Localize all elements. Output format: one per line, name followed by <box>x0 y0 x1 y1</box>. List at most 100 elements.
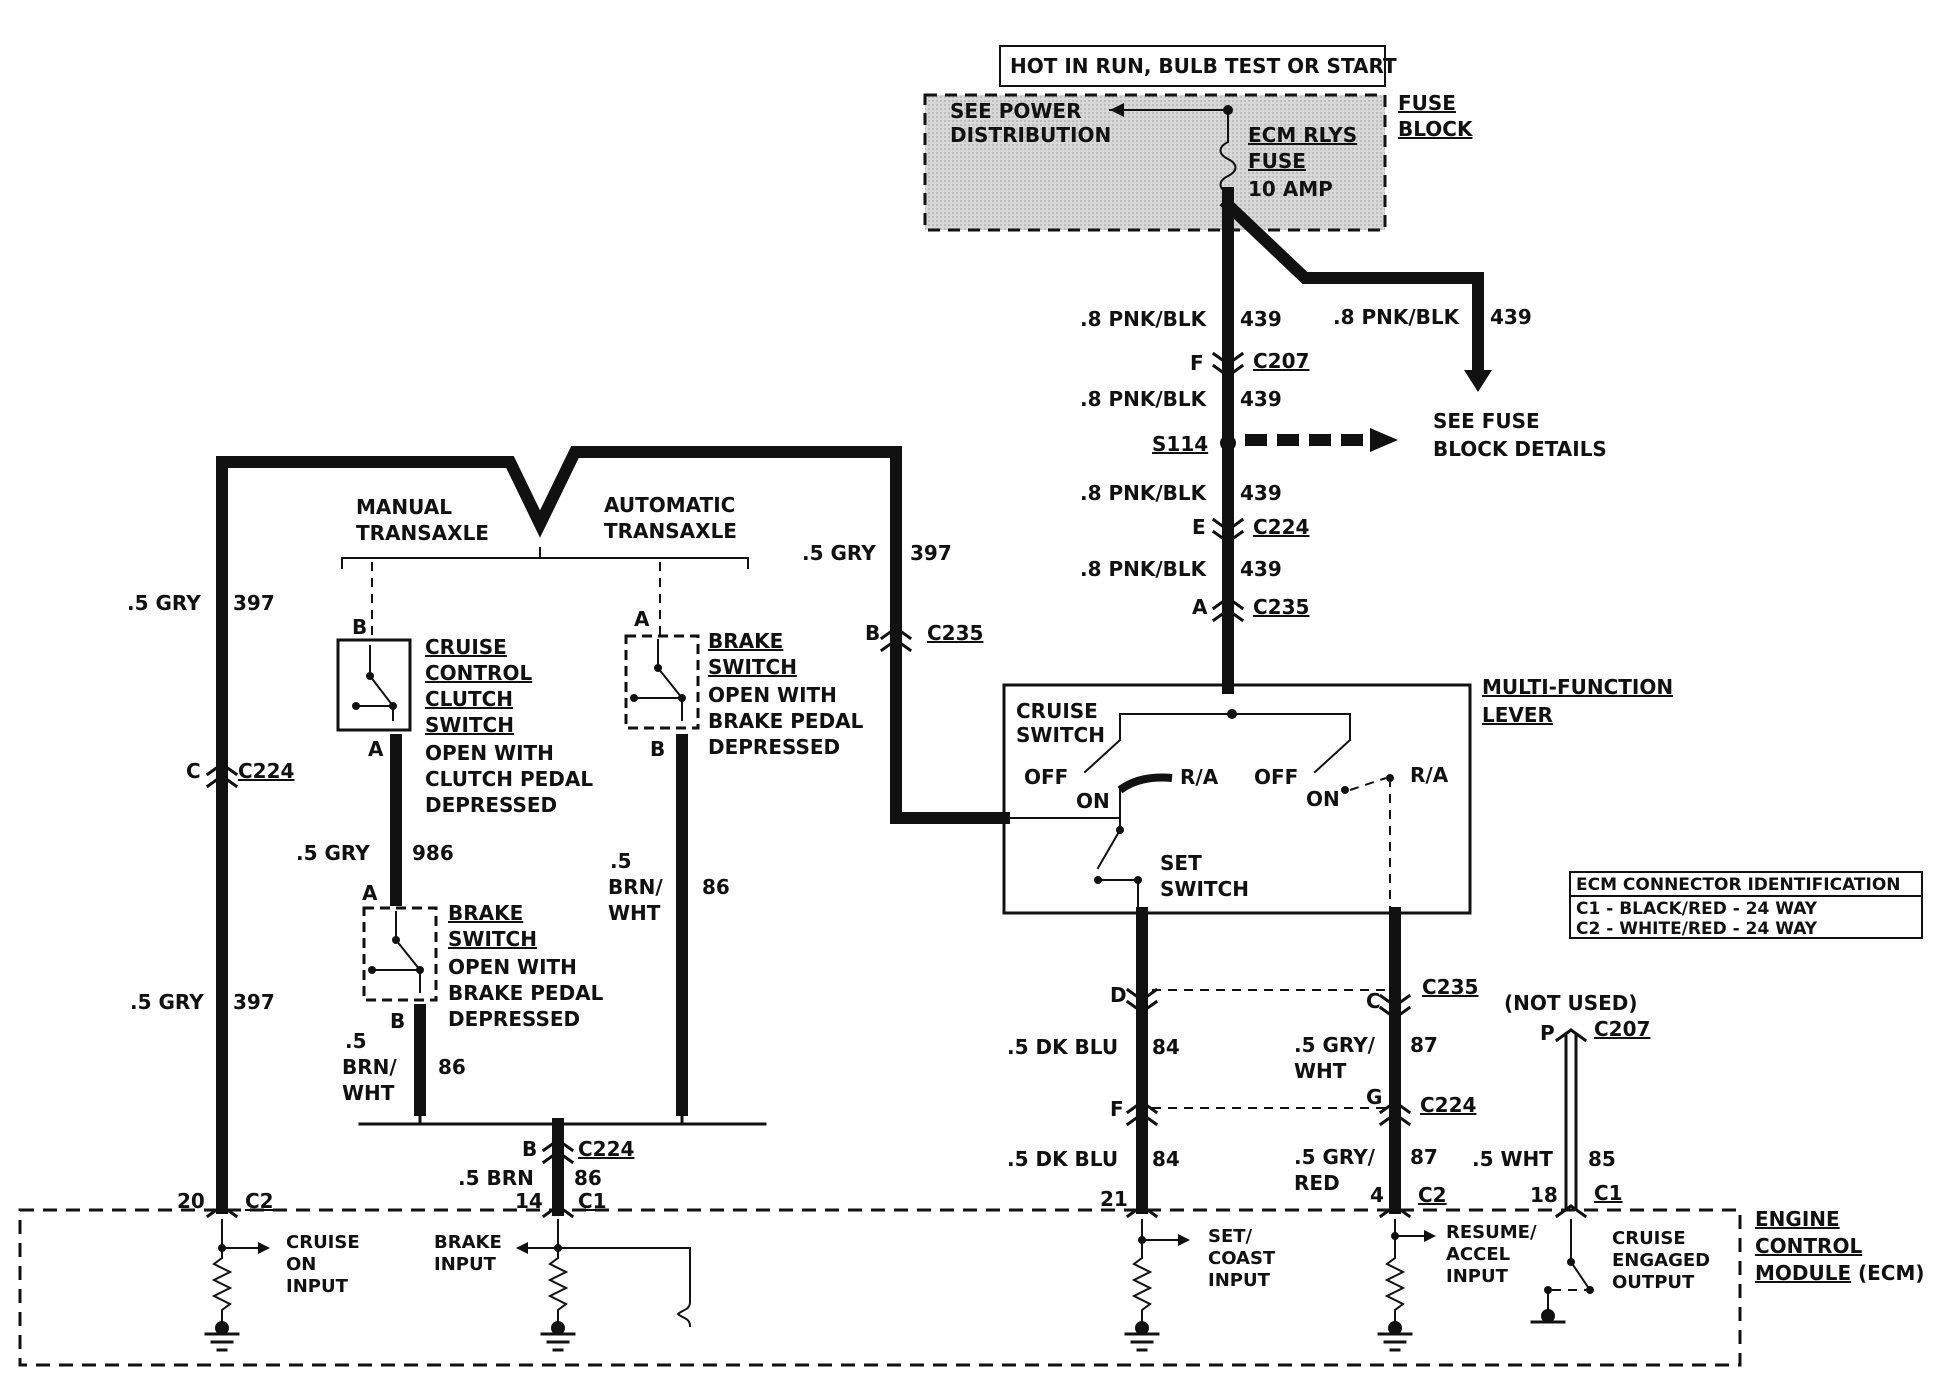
cruise-in-1: ON <box>286 1254 316 1275</box>
brake-circuit-label: 86 <box>574 1166 602 1190</box>
cruise-input-ground-icon <box>204 1332 240 1352</box>
abrake-switch-box <box>624 634 700 730</box>
see-power-label-2: DISTRIBUTION <box>950 123 1111 147</box>
gry87-c224-pin: G <box>1366 1085 1382 1109</box>
wht-85-wire <box>1564 1034 1578 1210</box>
branch-wire-label: .8 PNK/BLK <box>1333 305 1461 329</box>
mbrake-name-0: BRAKE <box>448 901 523 925</box>
mbrake-pin-a: A <box>362 881 378 905</box>
cruise-switch-label-2: SWITCH <box>1016 723 1105 747</box>
brake-input-circuit <box>547 1219 569 1331</box>
set-in-2: INPUT <box>1208 1270 1271 1291</box>
gry-left-bottom: .5 GRY <box>130 990 204 1014</box>
c207-connector <box>1211 351 1245 378</box>
c224-pin-e: E <box>1192 515 1206 539</box>
ecm-name-1: ENGINE <box>1755 1207 1840 1231</box>
s114-splice <box>1220 435 1236 451</box>
c224-connector-left <box>205 762 239 789</box>
set-in-1: COAST <box>1208 1248 1276 1269</box>
c207-label: C207 <box>1253 349 1309 373</box>
mbrake-switch-box <box>362 906 438 1002</box>
ecm-id-c2: C2 - WHITE/RED - 24 WAY <box>1576 919 1818 939</box>
main-wire-a: .8 PNK/BLK <box>1080 307 1208 331</box>
brake-in-1: INPUT <box>434 1254 497 1275</box>
gry87-wire-b2: RED <box>1294 1171 1340 1195</box>
clutch-pin-a: A <box>368 737 384 761</box>
abrake-desc-2: DEPRESSED <box>708 735 840 759</box>
cruise-conn: C2 <box>245 1189 274 1213</box>
blu-wire-a: .5 DK BLU <box>1007 1035 1118 1059</box>
mbrake-wire-1: .5 <box>345 1029 367 1053</box>
manual-label-2: TRANSAXLE <box>356 521 489 545</box>
fuse-block-label: FUSE <box>1398 91 1456 115</box>
clutch-switch-contact <box>355 645 394 721</box>
c224-label-main: C224 <box>1253 515 1309 539</box>
clutch-desc-0: OPEN WITH <box>425 741 554 765</box>
ra-right: R/A <box>1410 763 1449 787</box>
mfl-title-2: LEVER <box>1482 703 1553 727</box>
gry87-circuit-b: 87 <box>1410 1145 1438 1169</box>
c235-connector-left <box>879 626 913 653</box>
auto-label-2: TRANSAXLE <box>604 519 737 543</box>
fuse-block-label-2: BLOCK <box>1398 117 1474 141</box>
gry87-c235-pin: C <box>1366 989 1381 1013</box>
gry-986-circuit: 986 <box>412 841 454 865</box>
fuse-name: ECM RLYS <box>1248 123 1357 147</box>
c224-connector-brake <box>541 1138 575 1165</box>
gry87-pin: 4 <box>1370 1183 1384 1207</box>
wht-c207-pin: P <box>1540 1021 1555 1045</box>
c224-pin-c: C <box>186 759 201 783</box>
c224-connector-main <box>1211 517 1245 544</box>
ra-left: R/A <box>1180 765 1219 789</box>
see-fuse-label: SEE FUSE <box>1433 409 1540 433</box>
set-switch-label: SET <box>1160 851 1202 875</box>
clutch-name-1: CONTROL <box>425 661 532 685</box>
clutch-name-3: SWITCH <box>425 713 514 737</box>
gry87-conn: C2 <box>1418 1183 1447 1207</box>
c235-connector-main <box>1211 596 1245 623</box>
cruise-switch-bus <box>1119 713 1351 741</box>
gry-986-label: .5 GRY <box>296 841 370 865</box>
c207-pin-f: F <box>1190 351 1204 375</box>
gry87-wire-b1: .5 GRY/ <box>1294 1145 1376 1169</box>
resume-in-2: INPUT <box>1446 1266 1509 1287</box>
ecm-name-4: (ECM) <box>1858 1261 1925 1285</box>
clutch-name-0: CRUISE <box>425 635 507 659</box>
mbrake-circuit: 86 <box>438 1055 466 1079</box>
set-in-0: SET/ <box>1208 1226 1253 1247</box>
mfl-box <box>1002 683 1472 915</box>
transaxle-bracket <box>341 547 749 569</box>
auto-label: AUTOMATIC <box>604 493 735 517</box>
clutch-desc-2: DEPRESSED <box>425 793 557 817</box>
main-circuit-d: 439 <box>1240 557 1282 581</box>
off-left: OFF <box>1024 765 1068 789</box>
engaged-output-switch <box>1547 1219 1592 1319</box>
clutch-pin-b: B <box>352 615 367 639</box>
mbrake-switch-contact <box>371 911 421 993</box>
gry-right-circuit: 397 <box>910 541 952 565</box>
gry87-wire-a1: .5 GRY/ <box>1294 1033 1376 1057</box>
wht-conn: C1 <box>1594 1181 1623 1205</box>
brake-in-0: BRAKE <box>434 1232 502 1253</box>
brake-wire-label: .5 BRN <box>458 1166 534 1190</box>
ecm-name-2: CONTROL <box>1755 1234 1862 1258</box>
abrake-name-1: SWITCH <box>708 655 797 679</box>
fuse-name-2: FUSE <box>1248 149 1306 173</box>
gry87-wire-a2: WHT <box>1294 1059 1347 1083</box>
branch-feed-wire <box>1219 196 1484 378</box>
ecm-id-c1: C1 - BLACK/RED - 24 WAY <box>1576 899 1818 919</box>
c235-pin-b: B <box>865 621 880 645</box>
abrake-wire-3: WHT <box>608 901 661 925</box>
gry87-circuit-a: 87 <box>1410 1033 1438 1057</box>
brake-c224-pin: B <box>522 1137 537 1161</box>
main-wire-c: .8 PNK/BLK <box>1080 481 1208 505</box>
blu-circuit-a: 84 <box>1152 1035 1180 1059</box>
cruise-in-2: INPUT <box>286 1276 349 1297</box>
blu-circuit-b: 84 <box>1152 1147 1180 1171</box>
cruise-switch-label: CRUISE <box>1016 699 1098 723</box>
c235-pin-a: A <box>1192 595 1208 619</box>
blu-pin: 21 <box>1100 1187 1128 1211</box>
on-right: ON <box>1306 787 1340 811</box>
engaged-out-2: OUTPUT <box>1612 1272 1695 1293</box>
resume-in-1: ACCEL <box>1446 1244 1510 1265</box>
